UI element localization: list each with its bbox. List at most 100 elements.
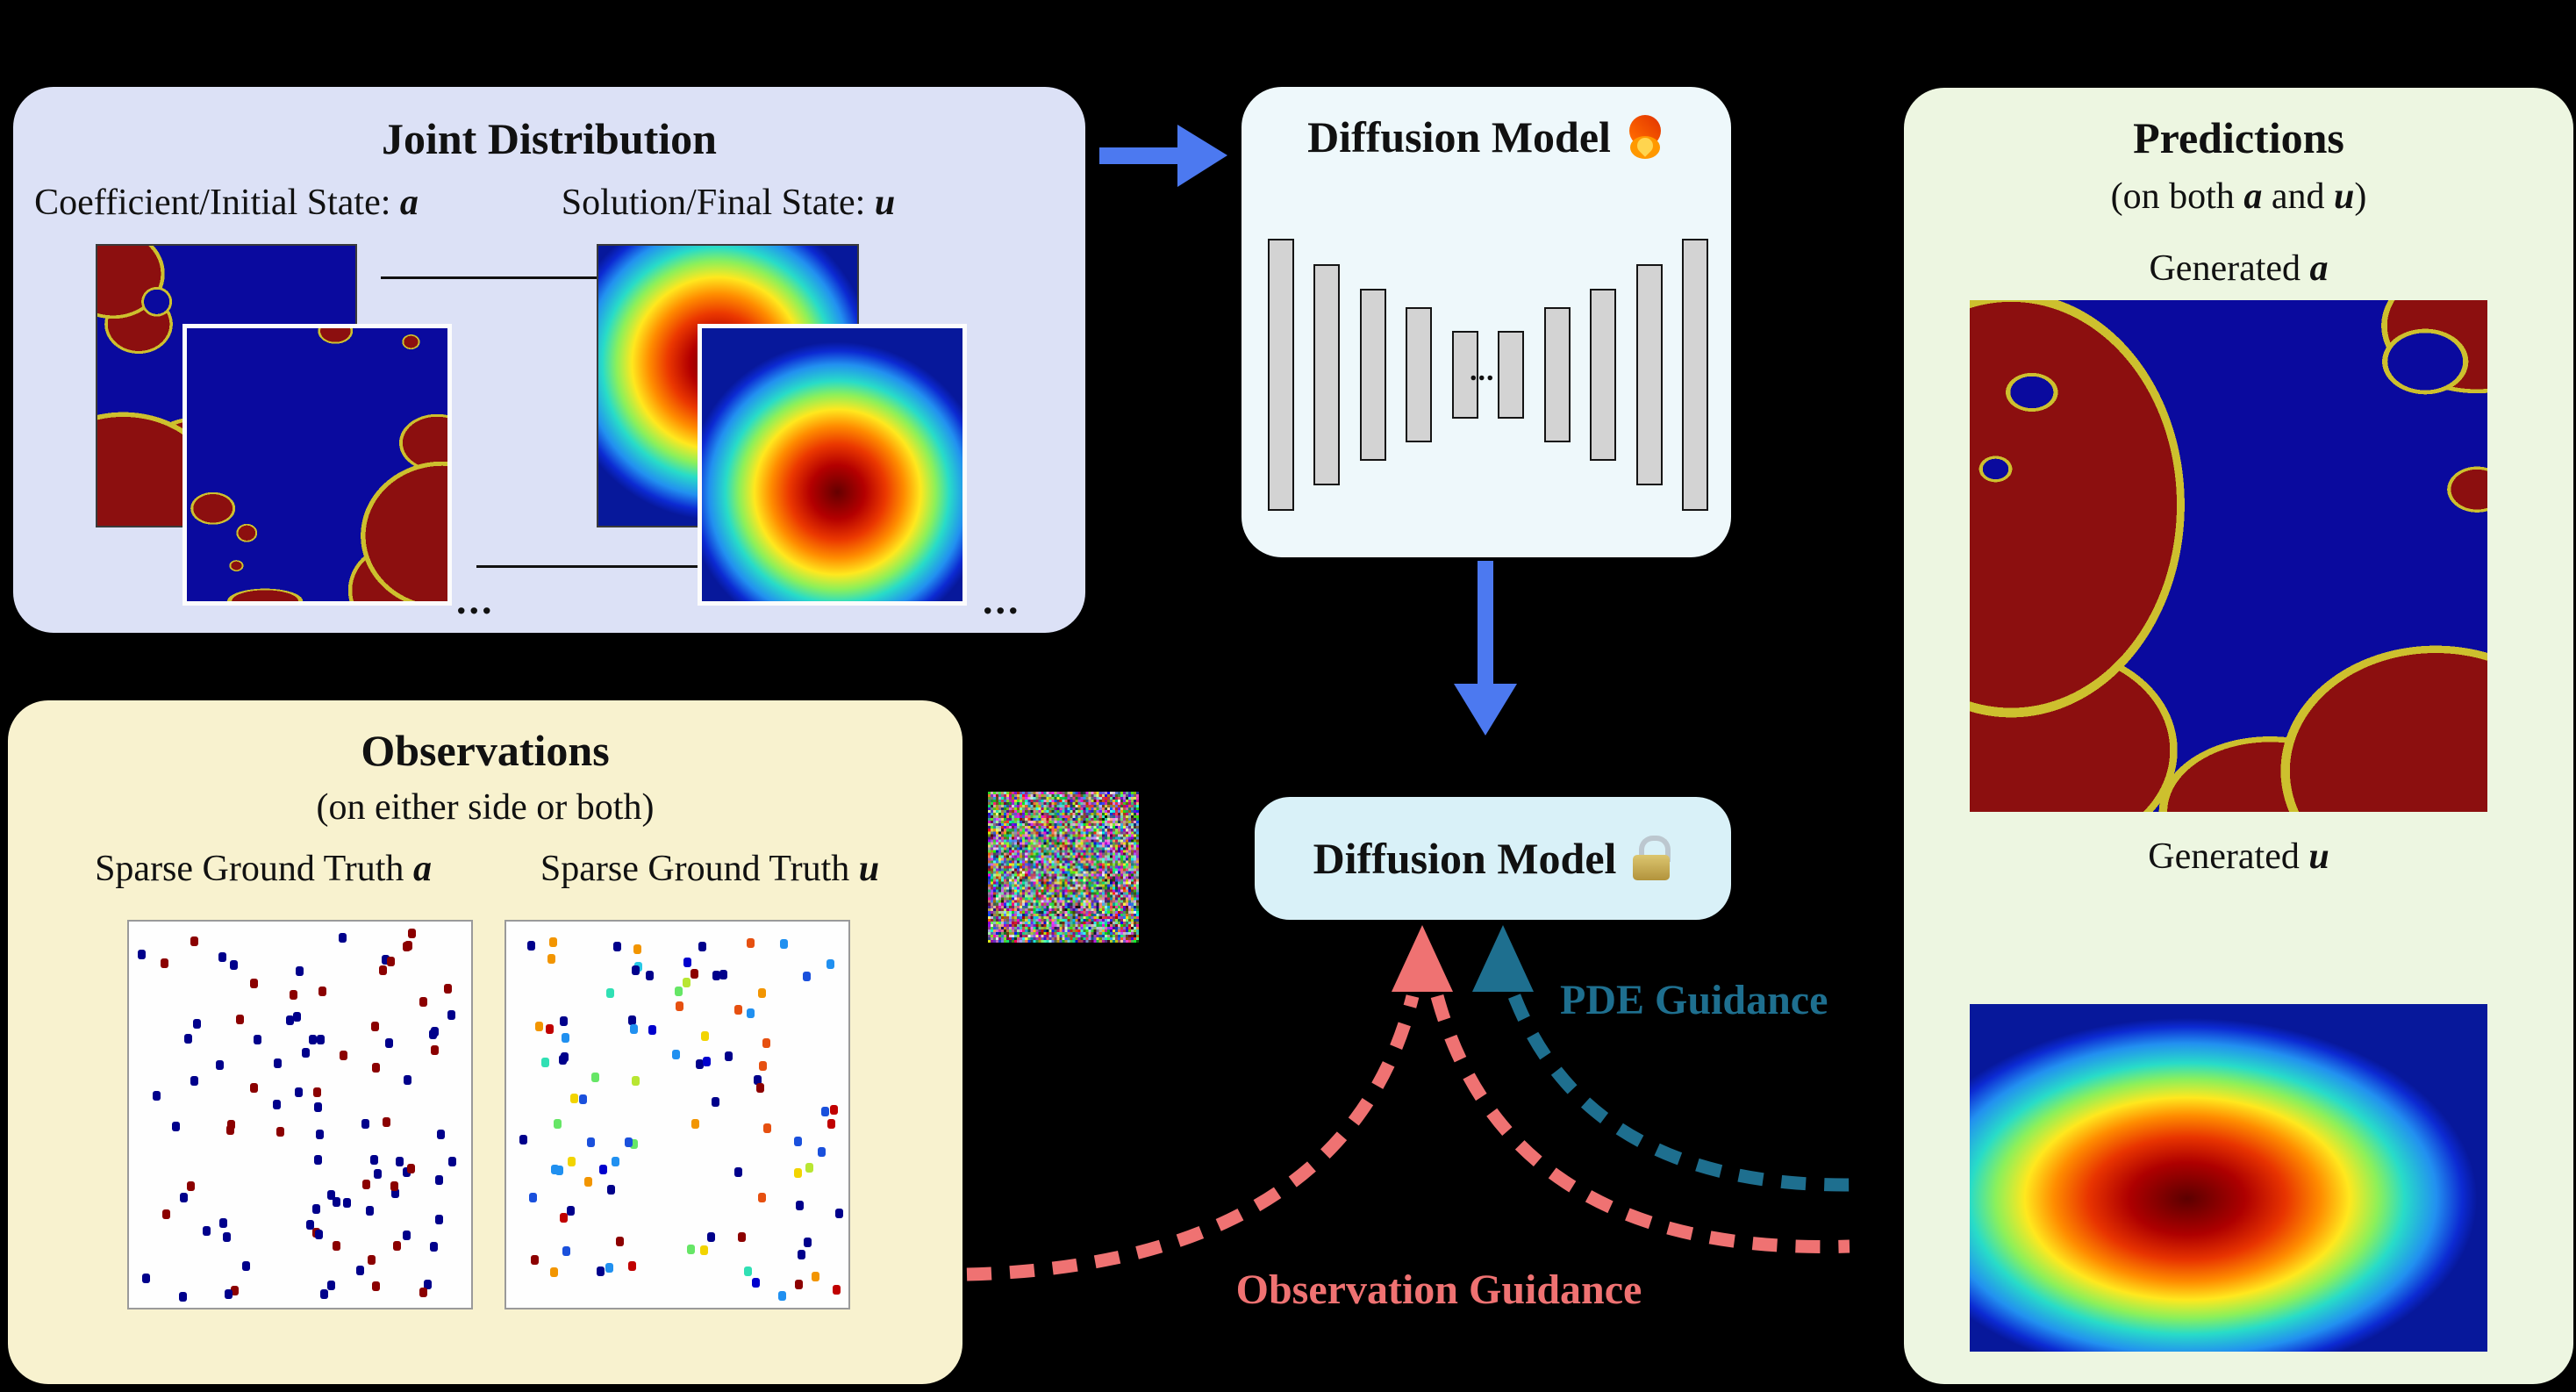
observation-dot <box>762 1038 771 1049</box>
pde-guidance-label: PDE Guidance <box>1560 977 1828 1023</box>
observation-dot <box>531 1255 539 1266</box>
observation-dot <box>404 941 413 951</box>
observation-dot <box>633 944 642 955</box>
diffusion-model-train-box: Diffusion Model ... <box>1241 87 1731 557</box>
observation-dot <box>699 1245 708 1255</box>
observation-dot <box>179 1292 188 1302</box>
observation-dot <box>795 1279 804 1289</box>
observation-dot <box>408 928 417 938</box>
observation-dot <box>332 1241 340 1252</box>
observation-dot <box>597 1266 605 1276</box>
observation-dot <box>754 1075 762 1086</box>
observation-dot <box>555 1165 563 1175</box>
solution-field-image-front <box>698 324 967 606</box>
observation-dot <box>778 1291 787 1302</box>
observation-dot <box>235 1014 244 1024</box>
observation-dot <box>628 1015 637 1025</box>
observation-dot <box>396 1156 404 1166</box>
observation-dot <box>797 1250 805 1260</box>
observation-dot <box>702 1056 711 1066</box>
observation-dot <box>366 1206 375 1216</box>
observation-dot <box>361 1118 369 1129</box>
joint-distribution-title: Joint Distribution <box>381 114 717 163</box>
observation-dot <box>403 1167 411 1178</box>
observation-dot <box>162 1209 171 1219</box>
observation-dot <box>430 1241 439 1252</box>
observation-dot <box>758 1192 767 1202</box>
observation-dot <box>224 1288 233 1299</box>
unet-bar <box>1543 307 1571 442</box>
observation-dot <box>302 1047 311 1058</box>
observation-dot <box>378 965 387 976</box>
observation-dot <box>407 1163 415 1173</box>
observation-dot <box>560 1051 569 1062</box>
diffusion-model-frozen-box: Diffusion Model <box>1255 797 1731 920</box>
unet-bar <box>1498 331 1525 419</box>
observation-dot <box>436 1129 445 1139</box>
observations-subtitle: (on either side or both) <box>316 787 655 828</box>
observation-dot <box>832 1284 841 1295</box>
generated-a-label: Generated a <box>2149 248 2329 289</box>
observation-dot <box>318 986 326 996</box>
observation-dot <box>763 1123 772 1133</box>
unet-bar <box>1682 239 1708 511</box>
observation-dot <box>630 1023 639 1034</box>
observation-dot <box>430 1026 439 1037</box>
observation-dot <box>342 1198 351 1209</box>
observation-dot <box>386 957 395 967</box>
observation-dot <box>242 1260 251 1271</box>
observation-dot <box>192 1019 201 1030</box>
observation-dot <box>369 1155 378 1166</box>
observation-dot <box>712 971 720 981</box>
observation-dot <box>698 941 706 951</box>
observation-dot <box>612 1157 620 1167</box>
observation-dot <box>630 1138 639 1149</box>
observation-dot <box>706 1231 715 1242</box>
observation-dot <box>443 983 452 994</box>
observation-dot <box>686 1245 695 1255</box>
observation-dot <box>700 1030 709 1041</box>
observation-dot <box>691 1118 700 1129</box>
observation-dot <box>138 950 147 960</box>
observation-dot <box>587 1137 596 1148</box>
observation-dot <box>390 1180 399 1191</box>
observation-dot <box>316 1130 325 1140</box>
observation-dot <box>744 1266 753 1276</box>
observation-dot <box>382 954 390 965</box>
observation-dot <box>313 1155 322 1166</box>
solution-symbol: u <box>874 183 896 223</box>
observation-dot <box>254 1035 262 1045</box>
observations-panel: Observations (on either side or both) Sp… <box>8 700 962 1384</box>
observation-dot <box>250 1083 259 1094</box>
observation-dot <box>372 1281 381 1291</box>
pde-guidance-arrowhead <box>1472 925 1534 992</box>
observation-dot <box>830 1105 839 1116</box>
observation-dot <box>340 1051 348 1061</box>
observation-dot <box>222 1232 231 1243</box>
observation-dot <box>759 1061 768 1072</box>
observation-dot <box>447 1010 455 1021</box>
observation-dot <box>568 1157 576 1167</box>
pair-connector-line-top <box>381 276 611 279</box>
observation-dot <box>827 1118 836 1129</box>
observation-dot <box>811 1271 819 1281</box>
observation-dot <box>249 978 258 988</box>
observation-dot <box>599 1164 608 1174</box>
observation-dot <box>293 1011 302 1022</box>
observation-dot <box>161 958 169 969</box>
unet-bar <box>1635 264 1663 485</box>
observation-dot <box>315 1229 324 1239</box>
observation-dot <box>549 937 558 948</box>
observation-dot <box>285 1015 294 1025</box>
unet-bar <box>1590 289 1617 461</box>
observation-dot <box>733 1166 742 1177</box>
observation-dot <box>153 1091 161 1101</box>
observation-dot <box>447 1156 456 1166</box>
noise-image <box>988 792 1139 943</box>
observation-dot <box>631 965 640 976</box>
observation-dot <box>317 1034 326 1044</box>
observation-dot <box>230 960 239 971</box>
observation-dot <box>327 1190 336 1201</box>
observation-dot <box>295 1087 304 1098</box>
observation-dot <box>805 1163 813 1173</box>
